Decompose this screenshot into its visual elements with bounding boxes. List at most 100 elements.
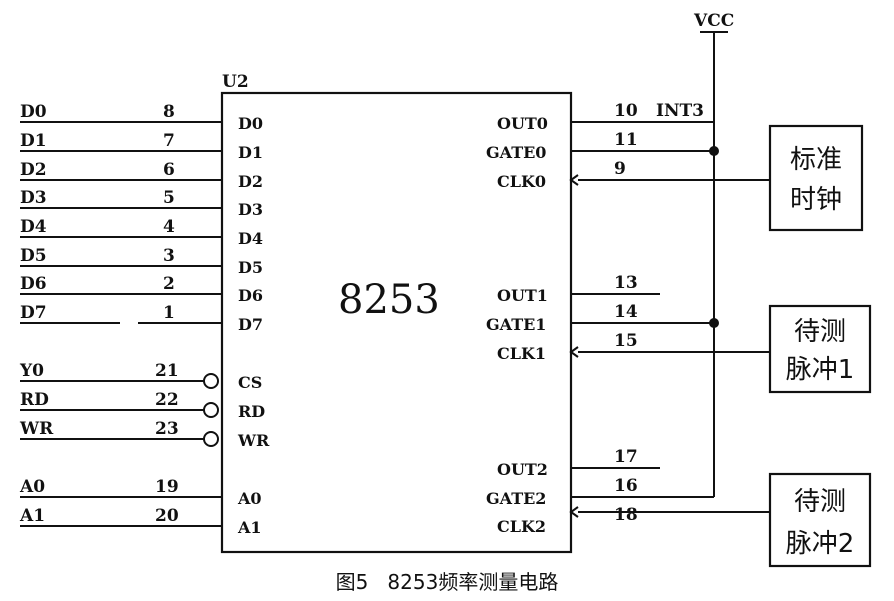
pin-label: CS [238,373,262,392]
pin-number: 6 [163,160,175,180]
right-pin-8: CLK2 18 [497,505,770,536]
pin-label: OUT0 [497,114,548,133]
pin-number: 10 [614,101,638,121]
inversion-bubble [203,402,219,418]
net-label: INT3 [656,101,704,121]
signal-label: D3 [20,188,47,208]
left-pin-10: WR 23 WR [19,419,270,450]
right-pin-5: CLK1 15 [497,331,770,363]
pin-label: D4 [238,229,263,248]
pin-number: 14 [614,302,638,322]
left-pin-1: D1 7 D1 [20,131,263,162]
pin-number: 15 [614,331,638,351]
signal-label: D4 [20,217,47,237]
pin-number: 7 [163,131,175,151]
inversion-bubble [203,431,219,447]
pin-number: 22 [155,390,179,410]
figure-caption: 图5 8253频率测量电路 [336,570,559,594]
signal-label: D2 [20,160,47,180]
source-label-line1: 待测 [794,487,846,517]
pin-number: 4 [163,217,175,237]
pin-label: GATE2 [486,489,546,508]
pin-label: D2 [238,172,263,191]
source-label-line2: 脉冲2 [786,529,855,559]
right-pin-4: GATE1 14 [486,302,719,334]
signal-label: D7 [20,303,47,323]
pin-number: 17 [614,447,638,467]
left-pin-7: D7 1 D7 [20,303,263,334]
pin-number: 9 [614,159,626,179]
pin-number: 2 [163,274,175,294]
source-pulse-1: 待测 脉冲1 [768,304,872,394]
left-pin-3: D3 5 D3 [20,188,263,219]
right-pin-3: OUT1 13 [497,273,660,305]
left-pin-2: D2 6 D2 [20,160,263,191]
left-pin-6: D6 2 D6 [20,274,263,305]
left-pin-8: Y0 21 CS [19,361,262,392]
chip-ref: U2 [222,72,249,92]
source-standard-clock: 标准 时钟 [768,124,864,232]
pin-label: CLK0 [497,172,546,191]
left-pin-4: D4 4 D4 [20,217,263,248]
pin-number: 20 [155,506,179,526]
right-pin-2: CLK0 9 [497,159,770,191]
left-pin-9: RD 22 RD [20,390,265,421]
signal-label: A0 [19,477,45,497]
pin-label: A0 [237,489,262,508]
pin-label: D3 [238,200,263,219]
signal-label: Y0 [19,361,44,381]
left-pin-5: D5 3 D5 [20,246,263,277]
pin-label: WR [237,431,270,450]
pin-number: 8 [163,102,175,122]
junction-dot [709,146,719,156]
signal-label: WR [19,419,54,439]
pin-label: GATE0 [486,143,546,162]
pin-number: 18 [614,505,638,525]
source-label-line2: 时钟 [790,185,842,215]
vcc-rail: VCC [693,11,734,497]
right-pin-6: OUT2 17 [497,447,660,479]
pin-number: 5 [163,188,175,208]
signal-label: D5 [20,246,47,266]
pin-label: D7 [238,315,263,334]
pin-label: CLK2 [497,517,546,536]
signal-label: RD [20,390,49,410]
left-pin-11: A0 19 A0 [19,477,262,508]
source-label-line1: 标准 [790,145,842,175]
signal-label: D6 [20,274,47,294]
vcc-label: VCC [693,11,734,31]
left-pin-0: D0 8 D0 [20,102,263,133]
pin-label: D0 [238,114,263,133]
chip-name: 8253 [338,277,440,323]
right-pin-0: OUT0 10 INT3 [497,101,714,133]
source-label-line1: 待测 [794,317,846,347]
pin-label: OUT2 [497,460,548,479]
pin-number: 1 [163,303,175,323]
pin-label: D5 [238,258,263,277]
pin-label: OUT1 [497,286,548,305]
chip-body [220,91,573,554]
signal-label: A1 [19,506,45,526]
signal-label: D0 [20,102,47,122]
pin-number: 19 [155,477,179,497]
pin-number: 23 [155,419,179,439]
pin-number: 13 [614,273,638,293]
pin-number: 21 [155,361,179,381]
right-pin-7: GATE2 16 [486,476,714,508]
pin-label: D6 [238,286,263,305]
signal-label: D1 [20,131,47,151]
pin-number: 16 [614,476,638,496]
source-pulse-2: 待测 脉冲2 [768,472,872,568]
left-pin-12: A1 20 A1 [19,506,262,537]
pin-number: 3 [163,246,175,266]
pin-label: RD [238,402,265,421]
pin-number: 11 [614,130,638,150]
pin-label: A1 [237,518,262,537]
right-pin-1: GATE0 11 [486,130,719,162]
junction-dot [709,318,719,328]
pin-label: GATE1 [486,315,546,334]
inversion-bubble [203,373,219,389]
pin-label: CLK1 [497,344,546,363]
pin-label: D1 [238,143,263,162]
